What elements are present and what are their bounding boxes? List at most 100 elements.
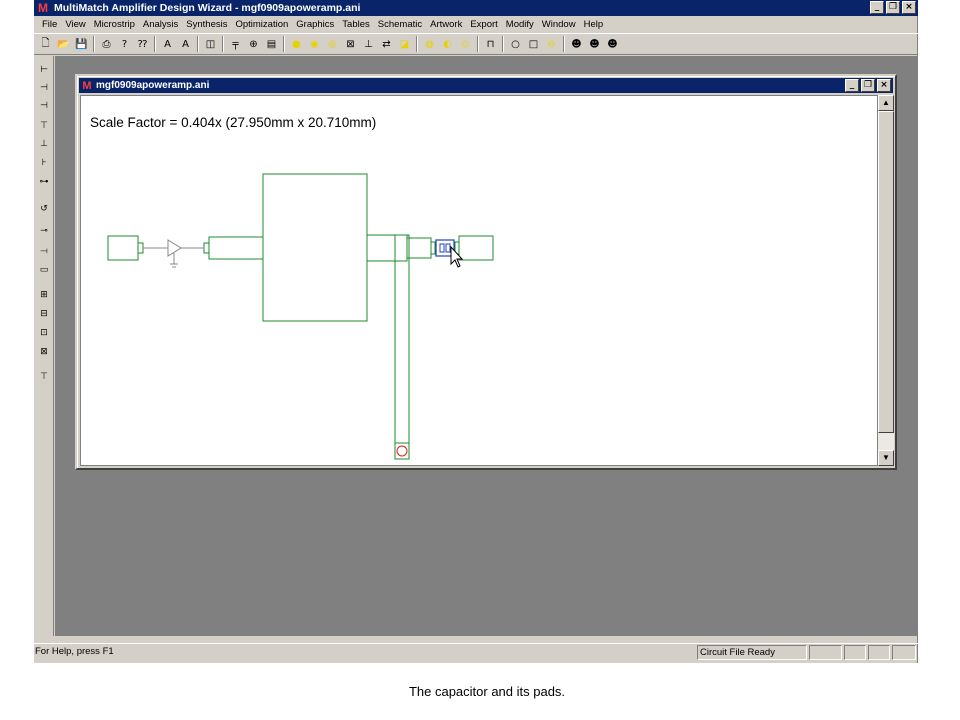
tool-15-icon[interactable]: ⊠ [40,347,48,357]
tool-13-icon[interactable]: ⊟ [40,309,48,319]
pulse-icon[interactable]: ⊓ [486,38,495,50]
menu-export[interactable]: Export [470,19,498,30]
output-connector-small[interactable] [203,242,210,254]
document-minimize-button[interactable]: _ [845,79,859,92]
menu-tables[interactable]: Tables [342,19,370,30]
tool-8-icon[interactable]: ↺ [40,204,48,214]
tool-5-icon[interactable]: ⊥ [40,139,48,149]
help-icon[interactable]: ? [121,38,128,50]
vertical-scrollbar[interactable]: ▲ ▼ [878,95,894,466]
document-title-bar[interactable]: M mgf0909apoweramp.ani _ ❐ × [79,78,893,93]
tool-g-icon[interactable]: ⊥ [364,38,373,50]
toolbar-separator [283,36,285,52]
open-folder-icon[interactable]: 📂 [57,38,70,50]
menu-synthesis[interactable]: Synthesis [186,19,228,30]
tool-2-icon[interactable]: ⊣ [40,83,48,93]
menu-schematic[interactable]: Schematic [377,19,423,30]
tool-e-icon[interactable]: ⊕ [249,38,258,50]
toolbar-separator [477,36,479,52]
scroll-up-button[interactable]: ▲ [878,95,894,111]
user-b-icon[interactable]: ☻ [589,38,600,50]
tool-9-icon[interactable]: ⊸ [40,226,48,236]
menu-view[interactable]: View [65,19,86,30]
toolbar-separator [502,36,504,52]
menu-artwork[interactable]: Artwork [430,19,463,30]
tool-11-icon[interactable]: ▭ [39,265,49,275]
capacitor-pad-left[interactable] [430,241,436,255]
tool-c-icon[interactable]: ◫ [205,38,216,50]
via-hole[interactable] [396,445,408,457]
tool-14-icon[interactable]: ⊡ [40,328,48,338]
tool-16-icon[interactable]: ⊤ [40,372,48,382]
tool-7-icon[interactable]: ⊶ [39,177,49,187]
menu-graphics[interactable]: Graphics [296,19,335,30]
yellow-circle-icon[interactable]: ⊙ [461,38,470,50]
scroll-thumb[interactable] [878,111,894,433]
application-window: M MultiMatch Amplifier Design Wizard - m… [34,0,918,663]
square-outline-icon[interactable]: □ [528,38,539,50]
tool-i-icon[interactable]: ◪ [399,38,410,50]
selected-capacitor[interactable] [435,239,455,257]
tool-1-icon[interactable]: ⊢ [40,65,48,75]
main-pad[interactable] [262,173,368,322]
output-line-2[interactable] [394,234,408,262]
yellow-circle-icon[interactable]: ● [292,38,301,50]
tool-3-icon[interactable]: ⊣ [40,101,48,111]
input-line[interactable] [208,236,264,260]
yellow-circle-icon[interactable]: ◎ [328,38,337,50]
close-button[interactable]: × [902,1,916,14]
tool-6-icon[interactable]: ⊦ [41,158,47,168]
menu-help[interactable]: Help [583,19,604,30]
yellow-circle-icon[interactable]: ◉ [310,38,319,50]
layout-canvas[interactable]: Scale Factor = 0.404x (27.950mm x 20.710… [80,95,878,466]
new-file-icon[interactable]: 🗋 [41,37,50,49]
yellow-circle-icon[interactable]: ◍ [425,38,434,50]
yellow-circle-icon[interactable]: ⊖ [547,38,556,50]
status-pane-main: Circuit File Ready [697,645,807,660]
save-icon[interactable]: 💾 [75,38,88,50]
input-pad[interactable] [107,235,139,261]
document-close-button[interactable]: × [877,79,891,92]
tool-f-icon[interactable]: ▤ [266,38,277,50]
tool-10-icon[interactable]: ⟞ [40,246,48,256]
context-help-icon[interactable]: ⁇ [137,38,148,50]
box-x-icon[interactable]: ⊠ [346,38,355,50]
menu-modify[interactable]: Modify [505,19,534,30]
menu-microstrip[interactable]: Microstrip [93,19,135,30]
print-icon[interactable]: ⎙ [102,38,111,50]
restore-button[interactable]: ❐ [886,1,900,14]
tool-12-icon[interactable]: ⊞ [40,290,48,300]
tool-4-icon[interactable]: ⊤ [40,121,48,131]
tool-b-icon[interactable]: A [182,38,189,50]
scroll-down-button[interactable]: ▼ [878,450,894,466]
figure-caption: The capacitor and its pads. [408,684,566,699]
title-bar[interactable]: M MultiMatch Amplifier Design Wizard - m… [34,0,918,16]
output-pad[interactable] [458,235,494,261]
output-line-1[interactable] [366,234,396,262]
user-a-icon[interactable]: ☻ [571,38,582,50]
user-c-icon[interactable]: ☻ [607,38,618,50]
tool-d-icon[interactable]: ╤ [232,38,239,50]
transistor-symbol[interactable] [143,239,204,268]
tool-a-icon[interactable]: A [164,38,171,50]
minimize-button[interactable]: _ [870,1,884,14]
stub-joint[interactable] [406,237,432,259]
circuit-layout [107,173,494,460]
via-pad[interactable] [394,442,410,460]
toolbar-separator [416,36,418,52]
document-title: mgf0909apoweramp.ani [96,80,210,91]
toolbar-separator [154,36,156,52]
menu-optimization[interactable]: Optimization [235,19,289,30]
app-title: MultiMatch Amplifier Design Wizard - mgf… [54,2,361,14]
document-maximize-button[interactable]: ❐ [861,79,875,92]
input-connector[interactable] [137,242,144,254]
menu-window[interactable]: Window [541,19,576,30]
menu-file[interactable]: File [42,19,58,30]
tool-h-icon[interactable]: ⇄ [382,38,391,50]
toolbar-separator [222,36,224,52]
circle-outline-icon[interactable]: ○ [511,38,520,50]
menu-analysis[interactable]: Analysis [142,19,179,30]
yellow-circle-icon[interactable]: ◐ [443,38,452,50]
stub-line[interactable] [394,234,410,460]
multimatch-logo-icon: M [82,79,92,92]
